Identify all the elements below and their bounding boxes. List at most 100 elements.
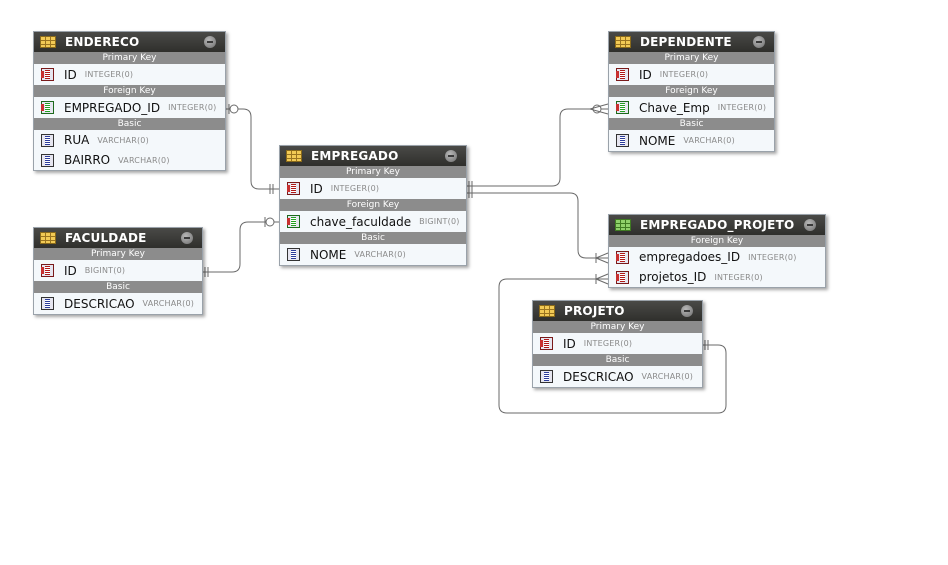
primary-key-column-icon: [616, 68, 629, 81]
column-type: VARCHAR(0): [142, 299, 195, 308]
entity-empregado[interactable]: EMPREGADO Primary Key ID INTEGER(0) Fore…: [279, 145, 467, 266]
entity-title: FACULDADE: [65, 231, 147, 245]
column-type: BIGINT(0): [419, 217, 460, 226]
column-row[interactable]: ID INTEGER(0): [609, 64, 774, 85]
column-name: DESCRICAO: [64, 296, 135, 311]
entity-dependente[interactable]: DEPENDENTE Primary Key ID INTEGER(0) For…: [608, 31, 775, 152]
section-primary-key: Primary Key: [280, 166, 466, 178]
section-foreign-key: Foreign Key: [609, 85, 774, 97]
entity-header[interactable]: FACULDADE: [34, 228, 202, 248]
column-type: INTEGER(0): [84, 70, 134, 79]
foreign-key-column-icon: [41, 101, 54, 114]
column-name: projetos_ID: [639, 270, 707, 284]
column-name: ID: [64, 67, 77, 82]
section-basic: Basic: [34, 281, 202, 293]
primary-key-column-icon: [41, 264, 54, 277]
primary-key-column-icon: [540, 337, 553, 350]
column-name: ID: [639, 67, 652, 82]
entity-faculdade[interactable]: FACULDADE Primary Key ID BIGINT(0) Basic…: [33, 227, 203, 315]
entity-header[interactable]: DEPENDENTE: [609, 32, 774, 52]
connector-projeto-empregado-projeto: [498, 278, 727, 414]
column-name: BAIRRO: [64, 153, 111, 167]
section-primary-key: Primary Key: [609, 52, 774, 64]
entity-title: EMPREGADO_PROJETO: [640, 218, 795, 232]
column-name: chave_faculdade: [310, 214, 412, 229]
column-row[interactable]: BAIRRO VARCHAR(0): [34, 150, 225, 170]
section-basic: Basic: [280, 232, 466, 244]
column-row[interactable]: RUA VARCHAR(0): [34, 130, 225, 150]
column-row[interactable]: EMPREGADO_ID INTEGER(0): [34, 97, 225, 118]
entity-header[interactable]: PROJETO: [533, 301, 702, 321]
column-name: NOME: [310, 247, 347, 262]
table-icon: [286, 150, 302, 162]
column-row[interactable]: ID INTEGER(0): [34, 64, 225, 85]
column-type: INTEGER(0): [714, 272, 763, 282]
entity-projeto[interactable]: PROJETO Primary Key ID INTEGER(0) Basic …: [532, 300, 703, 388]
section-basic: Basic: [609, 118, 774, 130]
table-icon: [615, 36, 631, 48]
collapse-icon[interactable]: [204, 36, 216, 48]
collapse-icon[interactable]: [753, 36, 765, 48]
entity-header[interactable]: EMPREGADO_PROJETO: [609, 215, 825, 235]
column-row[interactable]: NOME VARCHAR(0): [280, 244, 466, 265]
column-type: VARCHAR(0): [97, 135, 149, 145]
column-type: BIGINT(0): [84, 266, 126, 275]
collapse-icon[interactable]: [804, 219, 816, 231]
column-row[interactable]: chave_faculdade BIGINT(0): [280, 211, 466, 232]
column-icon: [287, 248, 300, 261]
section-primary-key: Primary Key: [34, 52, 225, 64]
collapse-icon[interactable]: [181, 232, 193, 244]
section-primary-key: Primary Key: [533, 321, 702, 333]
column-row[interactable]: projetos_ID INTEGER(0): [609, 267, 825, 287]
entity-header[interactable]: ENDERECO: [34, 32, 225, 52]
entity-endereco[interactable]: ENDERECO Primary Key ID INTEGER(0) Forei…: [33, 31, 226, 171]
key-column-icon: [616, 250, 629, 264]
column-icon: [41, 133, 54, 147]
column-row[interactable]: NOME VARCHAR(0): [609, 130, 774, 151]
column-name: RUA: [64, 133, 90, 147]
column-row[interactable]: Chave_Emp INTEGER(0): [609, 97, 774, 118]
key-column-icon: [616, 270, 629, 284]
column-row[interactable]: DESCRICAO VARCHAR(0): [533, 366, 702, 387]
column-row[interactable]: ID BIGINT(0): [34, 260, 202, 281]
column-type: INTEGER(0): [168, 103, 217, 112]
section-primary-key: Primary Key: [34, 248, 202, 260]
entity-title: EMPREGADO: [311, 149, 399, 163]
column-icon: [540, 370, 553, 383]
connector-faculdade-empregado: [202, 221, 279, 273]
column-type: VARCHAR(0): [641, 372, 694, 381]
section-foreign-key: Foreign Key: [34, 85, 225, 97]
entity-empregado-projeto[interactable]: EMPREGADO_PROJETO Foreign Key empregadoe…: [608, 214, 826, 288]
foreign-key-column-icon: [287, 215, 300, 228]
connector-endereco-empregado: [225, 108, 279, 190]
column-row[interactable]: DESCRICAO VARCHAR(0): [34, 293, 202, 314]
column-name: ID: [563, 336, 576, 351]
entity-title: PROJETO: [564, 304, 625, 318]
table-icon: [40, 232, 56, 244]
entity-title: ENDERECO: [65, 35, 140, 49]
column-name: DESCRICAO: [563, 369, 634, 384]
section-basic: Basic: [34, 118, 225, 130]
section-foreign-key: Foreign Key: [280, 199, 466, 211]
connector-empregado-empregado-projeto: [466, 192, 608, 259]
primary-key-column-icon: [41, 68, 54, 81]
collapse-icon[interactable]: [445, 150, 457, 162]
table-icon: [539, 305, 555, 317]
column-type: VARCHAR(0): [683, 136, 735, 145]
column-name: EMPREGADO_ID: [64, 100, 161, 115]
column-type: VARCHAR(0): [354, 250, 406, 259]
column-type: INTEGER(0): [717, 103, 767, 112]
column-row[interactable]: ID INTEGER(0): [533, 333, 702, 354]
column-icon: [41, 297, 54, 310]
column-row[interactable]: empregadoes_ID INTEGER(0): [609, 247, 825, 267]
column-type: INTEGER(0): [659, 70, 709, 79]
entity-header[interactable]: EMPREGADO: [280, 146, 466, 166]
section-basic: Basic: [533, 354, 702, 366]
column-row[interactable]: ID INTEGER(0): [280, 178, 466, 199]
column-name: NOME: [639, 133, 676, 148]
column-type: INTEGER(0): [330, 184, 380, 193]
column-type: INTEGER(0): [748, 252, 797, 262]
collapse-icon[interactable]: [681, 305, 693, 317]
column-name: ID: [310, 181, 323, 196]
